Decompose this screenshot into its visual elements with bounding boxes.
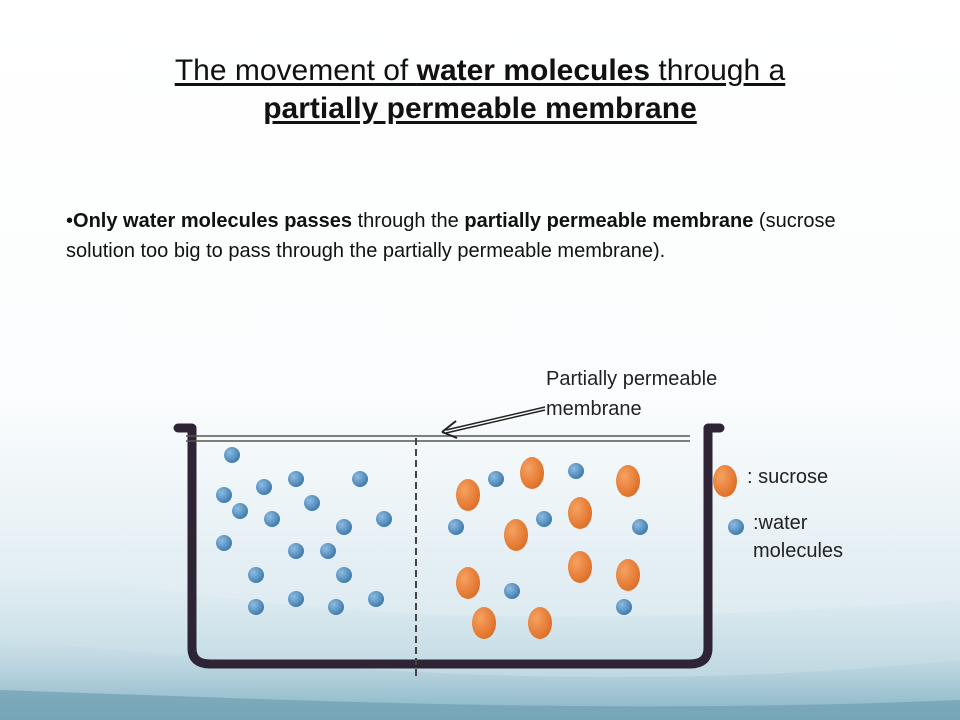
legend-water-symbol — [728, 519, 744, 535]
sucrose-molecule — [616, 559, 640, 591]
water-molecule — [488, 471, 504, 487]
sucrose-molecule — [520, 457, 544, 489]
water-molecule — [232, 503, 248, 519]
water-molecule — [336, 567, 352, 583]
water-molecule — [288, 543, 304, 559]
water-molecule — [448, 519, 464, 535]
water-molecules-left — [216, 447, 392, 615]
bullet-marker: • — [66, 210, 74, 232]
water-molecule — [328, 599, 344, 615]
water-molecule — [368, 591, 384, 607]
membrane-pointer-arrow — [441, 406, 546, 439]
water-molecules-right — [448, 463, 648, 615]
sucrose-molecule — [616, 465, 640, 497]
water-molecule — [536, 511, 552, 527]
water-molecule — [288, 471, 304, 487]
water-molecule — [320, 543, 336, 559]
sucrose-molecules — [456, 457, 640, 639]
water-molecule — [352, 471, 368, 487]
sucrose-molecule — [456, 567, 480, 599]
water-molecule — [336, 519, 352, 535]
water-molecule — [224, 447, 240, 463]
water-molecule — [616, 599, 632, 615]
legend-water-label: :water molecules — [753, 512, 844, 562]
legend-sucrose-symbol — [713, 465, 737, 497]
water-molecule — [264, 511, 280, 527]
water-molecule — [288, 591, 304, 607]
sucrose-molecule — [456, 479, 480, 511]
legend-sucrose-label: : sucrose — [747, 466, 829, 488]
water-molecule — [632, 519, 648, 535]
sucrose-molecule — [528, 607, 552, 639]
beaker-outline — [173, 423, 725, 669]
slide-title: The movement of water molecules through … — [174, 54, 786, 125]
sucrose-molecule — [472, 607, 496, 639]
bullet-point: •Only water molecules passes through the… — [66, 210, 836, 262]
water-molecule — [216, 487, 232, 503]
water-molecule — [304, 495, 320, 511]
water-molecule — [256, 479, 272, 495]
water-molecule — [248, 599, 264, 615]
water-molecule — [568, 463, 584, 479]
membrane-label: Partially permeable membrane — [546, 368, 718, 420]
water-molecule — [376, 511, 392, 527]
water-molecule — [216, 535, 232, 551]
water-molecule — [504, 583, 520, 599]
sucrose-molecule — [568, 497, 592, 529]
sucrose-molecule — [568, 551, 592, 583]
water-molecule — [248, 567, 264, 583]
sucrose-molecule — [504, 519, 528, 551]
